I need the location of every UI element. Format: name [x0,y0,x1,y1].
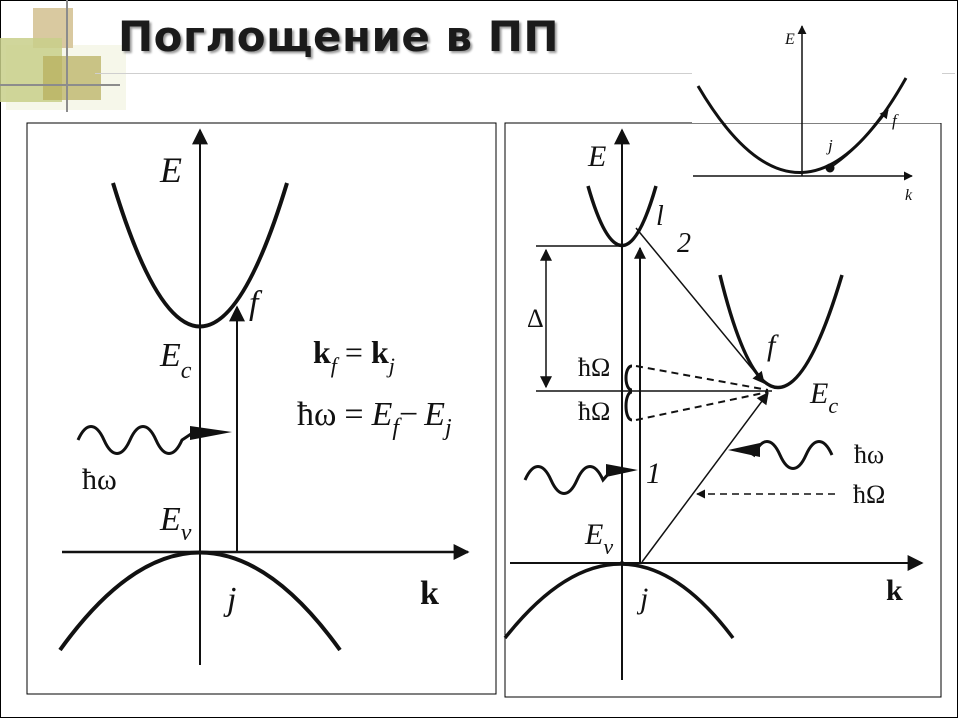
momentum-conservation-equation: kf=kj [313,334,395,378]
right-panel: E k l 2 Δ ħΩ ħΩ f Ec ħω ħΩ 1 Ev j [503,68,942,698]
right-panel-frame [504,122,942,698]
phonon-loop-lower-icon [624,390,633,422]
eq-ef-sub: f [392,415,402,441]
valence-band-curve [503,562,735,640]
phonon-legend-label: ħΩ [853,480,885,509]
eq-ej: E [423,396,445,433]
k-axis-label: k [420,575,439,612]
inset-initial-label: j [826,136,833,155]
inset-band-curve [696,77,908,174]
photon-legend-label: ħω [854,440,884,469]
final-state-label: f [767,329,779,362]
ev-main: E [584,518,603,551]
phonon-path-lower [635,391,769,421]
deco-line [66,0,68,112]
eq-ef: E [371,396,393,433]
ev-sub: v [603,534,613,559]
eq-ej-sub: j [442,415,452,441]
eq-kj: k [371,334,389,370]
inset-diagram: E k j f [693,25,913,204]
photon-arrowhead-icon [190,426,232,440]
intermediate-state-label: l [656,201,664,232]
eq-equals: = [345,334,363,370]
photon-wave-icon [76,425,195,455]
ec-sub: c [181,358,192,384]
conduction-band-valley-curve [718,274,844,389]
energy-conservation-equation: ħω=Ef−Ej [297,396,452,441]
left-panel: E k Ec Ev f j ħω kf=kj ħω=Ef−Ej [26,122,497,695]
k-axis-label: k [886,574,903,607]
phonon-energy-lower-label: ħΩ [578,397,610,426]
photon-wave-icon [523,465,612,495]
initial-state-label: j [636,582,648,615]
inset-k-label: k [905,187,913,204]
energy-axis-label: E [159,150,182,190]
deco-square [43,56,101,100]
origin-point [620,561,624,565]
valence-band-edge-label: Ev [584,518,613,559]
photon-energy-label: ħω [82,463,117,496]
deco-line [0,84,120,86]
conduction-band-curve [111,182,289,329]
path-2-label: 2 [677,228,691,259]
inset-transition-arrow [829,109,889,169]
slide-title: Поглощение в ПП [118,12,560,61]
eq-kf: k [313,334,331,370]
photon-arrowhead-icon [606,464,638,477]
eq-equals-2: = [344,396,363,433]
path-1-label: 1 [646,457,661,490]
phonon-path-upper [635,365,769,391]
final-state-label: f [249,285,263,322]
conduction-band-edge-label: Ec [159,337,192,384]
eq-kj-sub: j [386,353,395,378]
left-panel-frame [26,122,497,695]
ec-main: E [159,337,181,374]
band-offset-label: Δ [527,304,544,333]
ev-main: E [159,501,181,538]
photon-legend-arrowhead-icon [728,443,760,457]
eq-kf-sub: f [331,353,340,378]
title-underline [95,73,955,74]
ev-sub: v [181,520,192,546]
initial-state-label: j [223,581,236,618]
eq-minus: − [399,396,418,433]
ec-sub: c [828,393,838,418]
inset-energy-label: E [784,31,795,48]
eq-hw: ħω [297,396,336,433]
phonon-energy-upper-label: ħΩ [578,353,610,382]
intervalley-scattering-arrow [635,227,765,384]
inset-mask [692,68,942,123]
valence-band-edge-label: Ev [159,501,192,546]
inset-initial-point [825,163,835,173]
ec-main: E [809,377,828,410]
energy-axis-label: E [587,140,606,173]
inset-final-label: f [892,111,899,130]
photon-legend-wave-icon [747,440,834,470]
valence-band-curve [58,550,342,652]
indirect-transition-arrow [641,392,769,563]
phonon-loop-upper-icon [624,364,633,392]
conduction-band-edge-label: Ec [809,377,838,418]
